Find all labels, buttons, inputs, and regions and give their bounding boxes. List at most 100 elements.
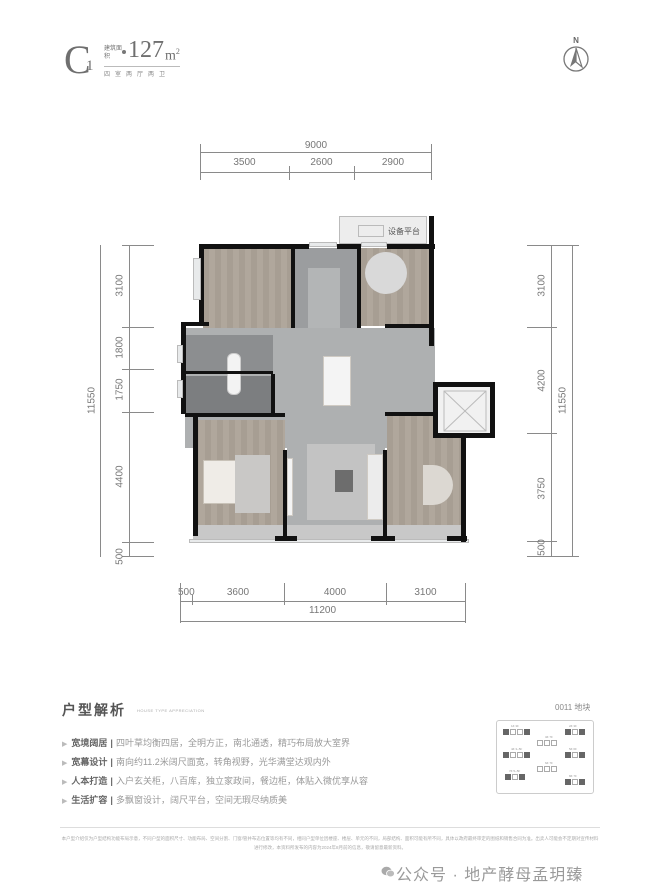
south-balcony: [193, 525, 465, 539]
dim-tick: [122, 369, 154, 370]
dim-right-seg-1: 3100: [536, 274, 548, 297]
wall-north-west: [199, 244, 295, 249]
wall-se-bedroom-north: [385, 412, 433, 416]
dim-top-seg-1: 3500: [233, 157, 256, 168]
separator: |: [110, 795, 113, 805]
dim-tick: [192, 595, 193, 605]
building-label: 4#·3~5F: [511, 747, 523, 751]
building: [565, 729, 586, 735]
dim-right-seg-2: 4200: [536, 369, 548, 392]
separator: |: [110, 757, 113, 767]
compass: N: [562, 36, 590, 78]
feature-desc: 四叶草均衡四居，全明方正，南北通透，精巧布局放大室界: [115, 738, 350, 748]
dim-line: [129, 245, 130, 557]
dim-top-seg-3: 2900: [381, 157, 405, 168]
dim-tick: [431, 144, 432, 180]
wall-living-west: [283, 450, 287, 540]
arrow-icon: ▶: [62, 798, 68, 805]
feature-desc: 多飘窗设计，阔尺平台，空间无瑕尽纳质美: [115, 795, 287, 805]
dimension-right: 3100 4200 3750 500 11550: [522, 245, 582, 565]
dim-line: [572, 245, 573, 557]
feature-name: 人本打造: [71, 776, 108, 786]
arrow-icon: ▶: [62, 760, 68, 767]
dim-left-seg-5: 500: [114, 548, 126, 565]
north-arrow-icon: [563, 46, 589, 72]
window-north-bedroom: [361, 242, 387, 247]
window-west-bath-1: [177, 345, 183, 363]
dim-tick: [122, 542, 154, 543]
footer-divider: [60, 827, 600, 828]
wechat-icon: [381, 866, 395, 878]
equipment-platform: 设备平台: [339, 216, 427, 244]
dim-tick: [122, 556, 154, 557]
wall-north-east: [387, 244, 435, 249]
layout-description: 四室两厅两卫: [104, 72, 171, 78]
section-title: 户型解析: [62, 702, 126, 718]
feature-item: ▶人本打造|入户玄关柜，八百库，独立家政间，餐边柜，体贴入微优享从容: [62, 774, 368, 787]
dim-tick: [122, 412, 154, 413]
wall-kitchen-bedroom: [357, 244, 361, 328]
dimension-left: 3100 1800 1750 4400 500: [112, 245, 172, 565]
coffee-table: [335, 470, 353, 492]
dim-tick: [527, 541, 557, 542]
separator: |: [110, 776, 113, 786]
elevator-cross-icon: [443, 390, 487, 432]
equipment-platform-label: 设备平台: [388, 227, 420, 236]
wall-north-kitchen: [291, 244, 309, 249]
wall-west-mid: [181, 322, 186, 414]
dim-left-seg-1: 3100: [114, 274, 126, 297]
building-label: 1#·3F: [511, 724, 519, 728]
wall-east-upper: [429, 216, 434, 346]
wall-south-segment-3: [447, 536, 467, 541]
building: [505, 774, 526, 780]
dim-top-total: 9000: [304, 140, 328, 151]
kitchen-center-floor: [308, 268, 340, 328]
dining-table: [323, 356, 351, 406]
area-label: 建筑面积: [104, 46, 123, 60]
area-unit-base: m: [165, 48, 176, 64]
building-label: 6#·7F: [545, 761, 553, 765]
building-label: 7#·5~5F: [509, 769, 521, 773]
feature-item: ▶宽幕设计|南向约11.2米阔尺面宽，转角视野，光华满堂达观内外: [62, 755, 331, 768]
site-map: 1#·3F 2#·3F 3#·7F 4#·3~5F 5#·6F 6#·7F 7#…: [496, 720, 594, 794]
dim-left-seg-3: 1750: [114, 378, 126, 401]
window-west-bedroom: [193, 258, 201, 300]
feature-name: 生活扩容: [71, 795, 108, 805]
wall-bath-divider: [185, 371, 273, 374]
area-unit: m2: [165, 47, 180, 65]
dim-line: [180, 601, 465, 602]
building-label: 2#·3F: [569, 724, 577, 728]
building: [503, 729, 531, 735]
dim-right-seg-4: 500: [536, 539, 548, 556]
dim-left-seg-4: 4400: [114, 465, 126, 488]
dim-bottom-seg-4: 3100: [414, 587, 437, 598]
tv-cabinet: [287, 458, 293, 516]
building: [537, 766, 558, 772]
dim-line: [200, 152, 432, 153]
dim-bottom-seg-1: 500: [178, 587, 195, 598]
building-label: 3#·7F: [545, 735, 553, 739]
wall-south-segment-2: [371, 536, 395, 541]
building: [565, 752, 586, 758]
feature-name: 宽幕设计: [71, 757, 108, 767]
wall-bath-south: [185, 413, 285, 417]
bedroom-north-west: [203, 248, 291, 328]
dim-bottom-total: 11200: [308, 605, 337, 616]
dim-bottom-seg-3: 4000: [323, 587, 347, 598]
dim-left-seg-2: 1800: [114, 336, 126, 359]
section-subtitle: HOUSE TYPE APPRECIATION: [137, 708, 205, 713]
dim-left-total: 11550: [86, 386, 98, 415]
header-divider: [104, 66, 180, 67]
wall-living-east: [383, 450, 387, 540]
sofa: [367, 454, 383, 520]
dim-tick: [354, 166, 355, 180]
dim-right-total: 11550: [557, 386, 569, 415]
window-north-kitchen: [309, 242, 337, 247]
dim-tick: [200, 144, 201, 180]
area-value: 127: [128, 37, 164, 63]
dim-line: [180, 621, 465, 622]
dim-line-left-outer: [100, 245, 101, 557]
compass-label: N: [573, 36, 579, 45]
feature-desc: 入户玄关柜，八百库，独立家政间，餐边柜，体贴入微优享从容: [115, 776, 368, 786]
platform-unit: [358, 225, 384, 237]
